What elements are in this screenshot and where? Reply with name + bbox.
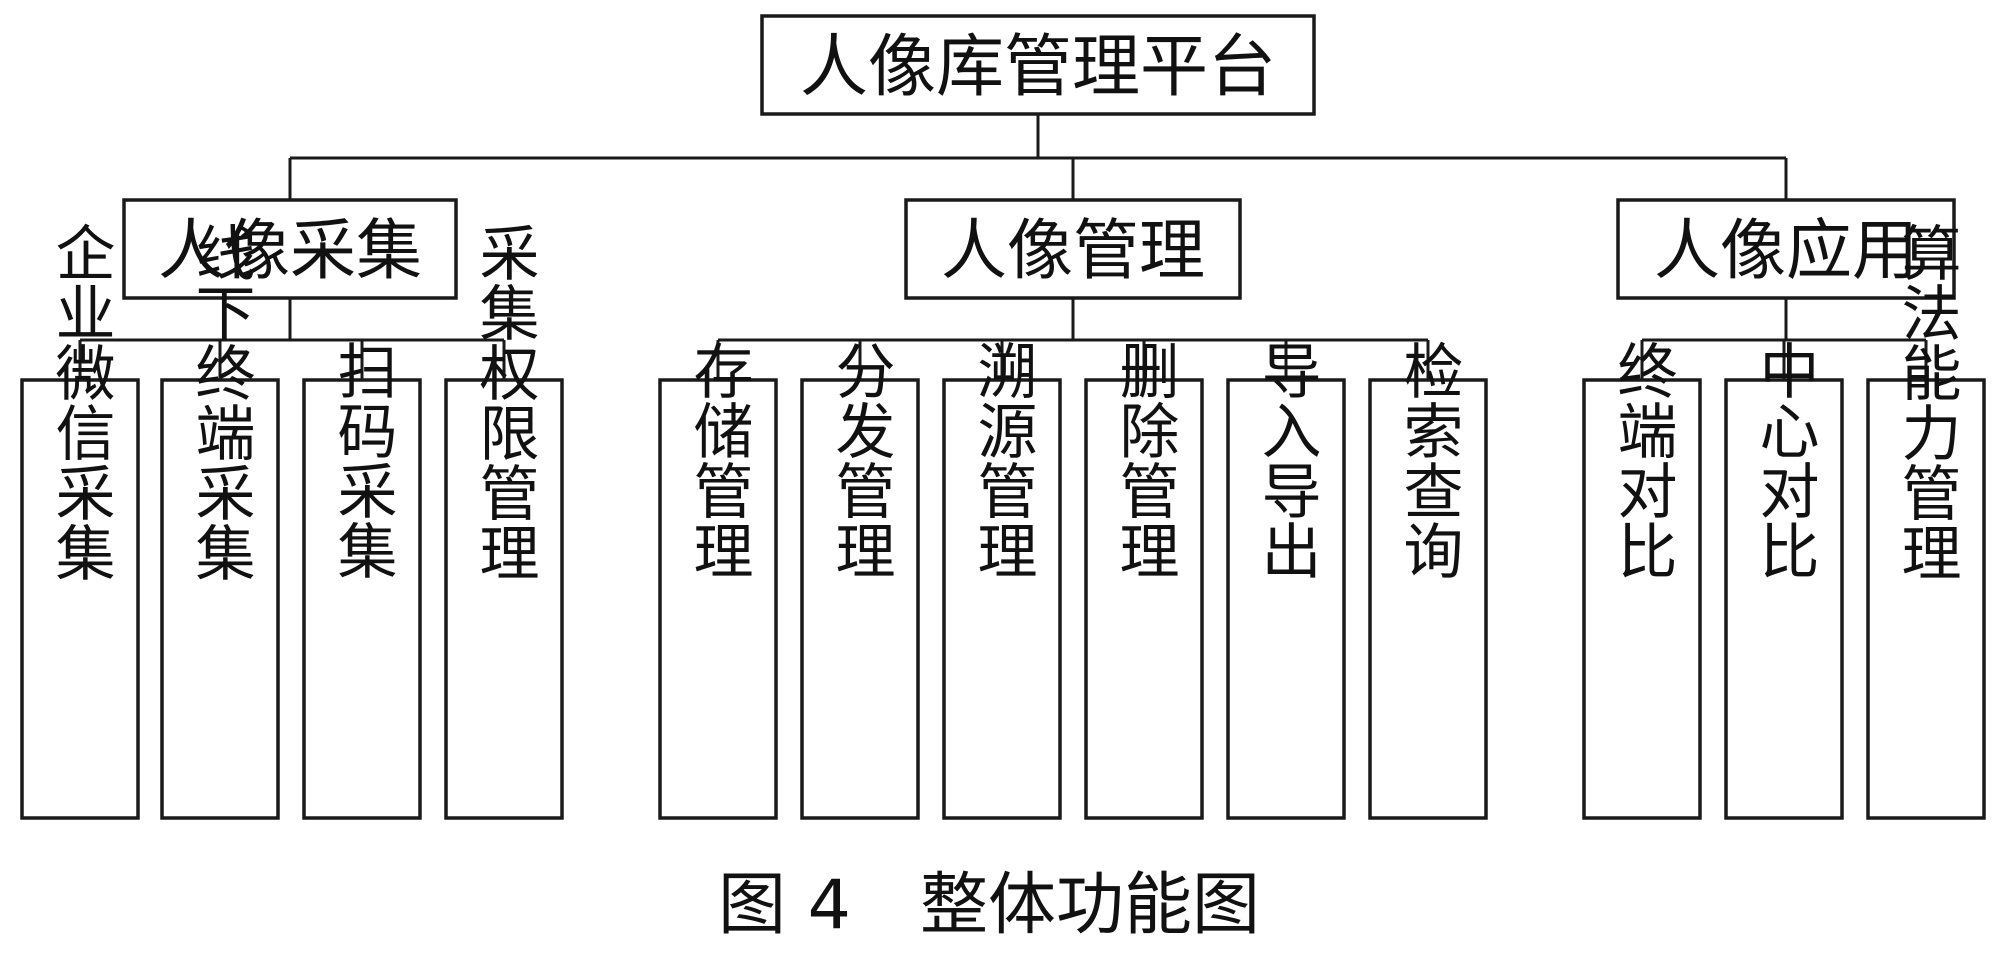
category-label: 人像采集: [158, 212, 422, 289]
leaf-label: 检索查询: [1393, 340, 1463, 580]
leaf-node: 算法能力管理: [1866, 222, 1986, 820]
root-label: 人像库管理平台: [800, 28, 1276, 107]
leaf-label: 导入导出: [1251, 340, 1321, 580]
leaf-label: 分发管理: [825, 340, 895, 580]
leaf-node: 存储管理: [658, 340, 778, 820]
leaf-node: 溯源管理: [942, 340, 1062, 820]
leaf-label: 线下终端采集: [185, 222, 255, 582]
leaf-node: 线下终端采集: [160, 222, 280, 820]
leaf-label: 中心对比: [1749, 340, 1819, 580]
category-label: 人像管理: [941, 212, 1205, 289]
leaf-node: 导入导出: [1226, 340, 1346, 820]
category-node-management: 人像管理: [904, 198, 1242, 300]
leaf-node: 扫码采集: [302, 340, 422, 820]
leaf-node: 分发管理: [800, 340, 920, 820]
leaf-label: 算法能力管理: [1891, 222, 1961, 582]
leaf-label: 扫码采集: [327, 340, 397, 580]
leaf-node: 删除管理: [1084, 340, 1204, 820]
category-label: 人像应用: [1654, 212, 1918, 289]
figure-caption: 图 4 整体功能图: [718, 866, 1260, 945]
leaf-node: 终端对比: [1582, 340, 1702, 820]
caption-figure-label: 图 4: [718, 866, 851, 945]
leaf-node: 中心对比: [1724, 340, 1844, 820]
leaf-node: 检索查询: [1368, 340, 1488, 820]
leaf-label: 终端对比: [1607, 340, 1677, 580]
leaf-node: 企业微信采集: [20, 222, 140, 820]
leaf-label: 删除管理: [1109, 340, 1179, 580]
leaf-node: 采集权限管理: [444, 222, 564, 820]
root-node: 人像库管理平台: [760, 14, 1316, 116]
caption-title: 整体功能图: [920, 866, 1260, 945]
connector-lines: [78, 114, 1928, 380]
leaf-label: 存储管理: [683, 340, 753, 580]
leaf-label: 企业微信采集: [45, 222, 115, 582]
category-node-application: 人像应用: [1616, 198, 1956, 300]
leaf-label: 采集权限管理: [469, 222, 539, 582]
category-node-capture: 人像采集: [122, 198, 458, 300]
leaf-label: 溯源管理: [967, 340, 1037, 580]
